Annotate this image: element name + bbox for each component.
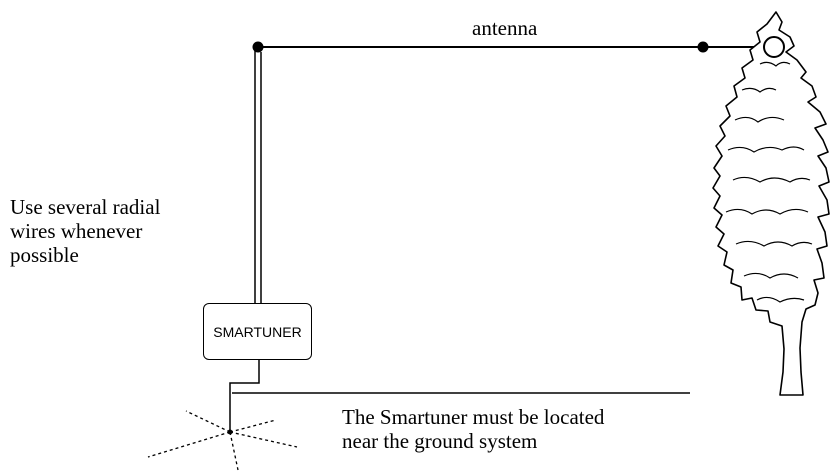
radials-note-line-1: Use several radial [10, 195, 161, 219]
insulator-junction [697, 41, 709, 53]
smartuner-label: SMARTUNER [213, 323, 302, 340]
tree-icon [712, 11, 830, 396]
ground-lead [229, 360, 260, 432]
location-note-line-1: The Smartuner must be located [342, 405, 605, 429]
smartuner-box: SMARTUNER [203, 303, 312, 360]
radial-wires [147, 410, 298, 471]
radials-note-line-2: wires whenever [10, 219, 143, 243]
location-note: The Smartuner must be located near the g… [342, 405, 722, 453]
feedpoint-junction [252, 41, 264, 53]
insulator-ring [763, 36, 785, 58]
radial-hub [227, 429, 233, 435]
radials-note-line-3: possible [10, 243, 79, 267]
antenna-label: antenna [472, 16, 538, 40]
location-note-line-2: near the ground system [342, 429, 538, 453]
radials-note: Use several radial wires whenever possib… [10, 195, 220, 267]
